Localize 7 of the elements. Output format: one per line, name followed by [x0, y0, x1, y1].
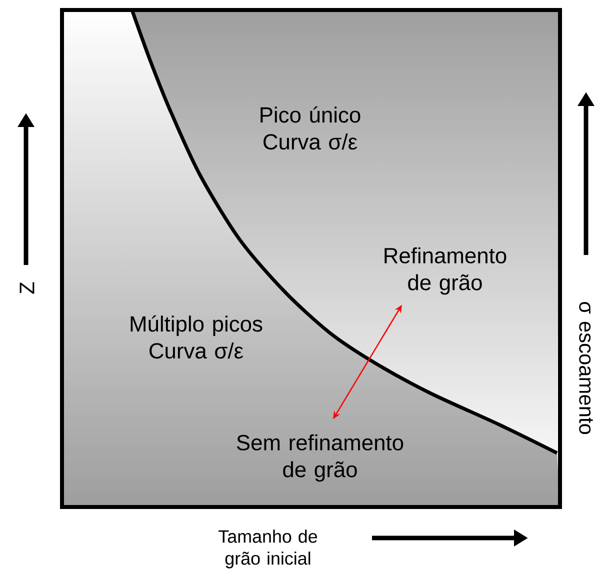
text-label: Pico único Curva σ/ε: [260, 106, 360, 150]
text-label: Múltiplo picos Curva σ/ε: [130, 315, 262, 359]
text-label: Z: [20, 282, 34, 294]
text-label: Tamanho de grão inicial: [218, 530, 318, 568]
text-label: σ escoamento: [579, 302, 593, 434]
region-label: Refinamento de grão: [384, 247, 506, 295]
region-label: Sem refinamento de grão: [236, 434, 404, 482]
